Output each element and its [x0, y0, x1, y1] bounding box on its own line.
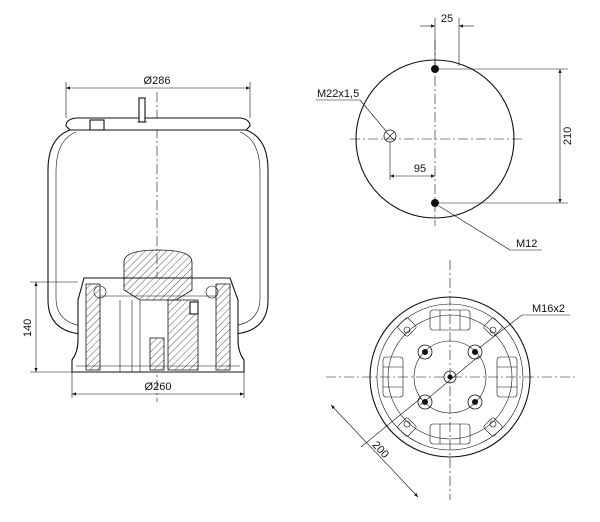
top-stud — [138, 97, 146, 123]
bottom-nut-section — [149, 337, 165, 371]
bumper — [123, 249, 193, 301]
top-bolt-hole-upper — [431, 65, 439, 73]
top-bolt-hole-lower — [431, 199, 439, 207]
dim-top-diameter: Ø286 — [144, 75, 171, 87]
dim-bolt-circle: 200 — [370, 439, 391, 461]
bellow-outer — [47, 129, 269, 335]
callout-air-fitting: M22x1,5 — [317, 88, 359, 100]
bottom-view: M16x2 200 — [326, 260, 576, 500]
callout-bottom-bolt: M16x2 — [532, 303, 565, 315]
dim-piston-height: 140 — [22, 319, 34, 337]
dim-line-bolt-circle — [330, 404, 419, 498]
top-plate — [65, 117, 251, 131]
piston-core-right — [167, 299, 199, 371]
bellow-inner — [55, 131, 261, 327]
top-view: 25 210 95 M22x1,5 M12 — [316, 13, 574, 251]
clamp-right — [205, 285, 219, 299]
piston-wall-right — [215, 283, 231, 371]
bottom-bolts — [403, 326, 497, 428]
dim-bottom-diameter: Ø260 — [145, 381, 172, 393]
side-bolt — [189, 301, 199, 315]
side-view: Ø286 Ø260 140 — [22, 75, 269, 402]
dim-center-offset: 95 — [414, 163, 426, 175]
callout-top-bolt: M12 — [516, 238, 537, 250]
piston-wall-left — [85, 283, 101, 371]
top-plate-nut — [89, 119, 105, 131]
dim-hole-offset: 25 — [441, 13, 453, 25]
center-bolt — [443, 370, 457, 384]
clamp-left — [93, 285, 107, 299]
dim-hole-spacing: 210 — [562, 127, 574, 145]
